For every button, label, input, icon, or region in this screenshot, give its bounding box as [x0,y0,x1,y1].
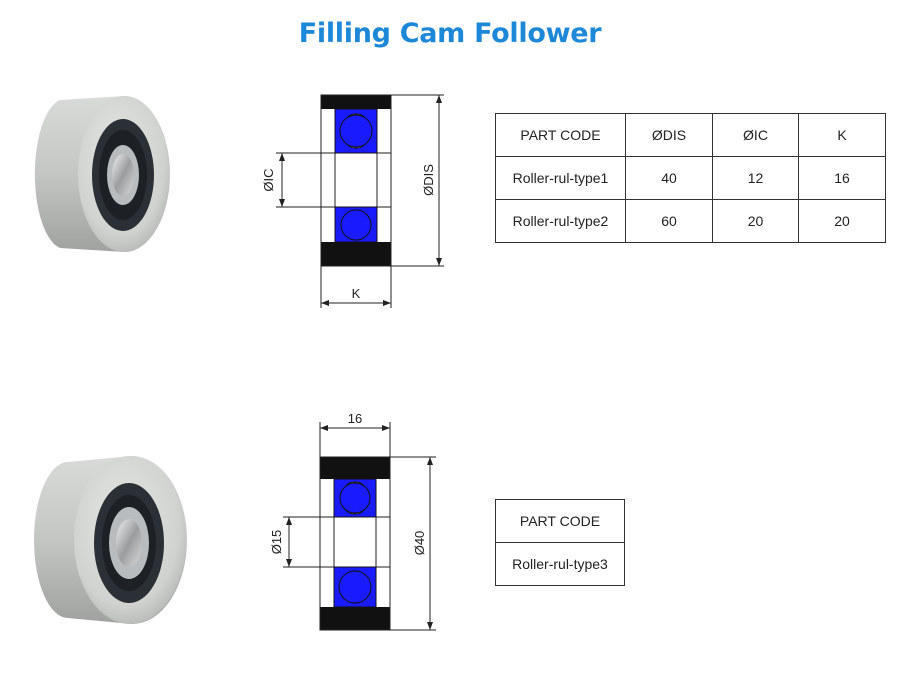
table-header-row: PART CODE ØDIS ØIC K [495,113,886,157]
technical-drawing-2 [283,422,436,631]
table-header-cell: ØDIS [625,113,713,157]
tire-bottom-2 [320,607,390,630]
table-cell: Roller-rul-type2 [495,199,626,243]
spec-table-2: PART CODE Roller-rul-type3 [495,499,625,586]
table-cell: 12 [712,156,799,200]
table-row: Roller-rul-type1 40 12 16 [495,156,886,200]
table-header-cell: ØIC [712,113,799,157]
table-cell: 16 [798,156,886,200]
roller-photo-1 [34,96,170,252]
table-header-row: PART CODE [495,499,625,543]
technical-drawing-1 [276,94,444,308]
table-row: Roller-rul-type2 60 20 20 [495,199,886,243]
table-cell: Roller-rul-type3 [495,542,625,586]
table-header-cell: PART CODE [495,499,625,543]
tire-bottom [321,242,391,266]
page-title: Filling Cam Follower [298,18,602,49]
roller-photo-2 [34,456,187,624]
spec-table-1: PART CODE ØDIS ØIC K Roller-rul-type1 40… [495,113,886,243]
dim-label-inner-2: Ø15 [269,530,284,555]
table-header-cell: PART CODE [495,113,626,157]
table-cell: 40 [625,156,713,200]
table-cell: Roller-rul-type1 [495,156,626,200]
ball-bottom-2 [338,570,372,604]
dim-label-outer-1: ØDIS [421,164,436,196]
tire-top [321,95,391,109]
table-cell: 20 [712,199,799,243]
dim-label-width-1: K [352,286,361,301]
table-row: Roller-rul-type3 [495,542,625,586]
table-cell: 20 [798,199,886,243]
tire-top-2 [320,457,390,479]
ball-top-2 [339,482,371,514]
table-cell: 60 [625,199,713,243]
dim-label-inner-1: ØIC [261,168,276,191]
dim-label-outer-2: Ø40 [412,531,427,556]
ball-bottom [340,209,372,241]
dim-label-width-2: 16 [348,411,362,426]
table-header-cell: K [798,113,886,157]
ball-top [339,114,373,148]
